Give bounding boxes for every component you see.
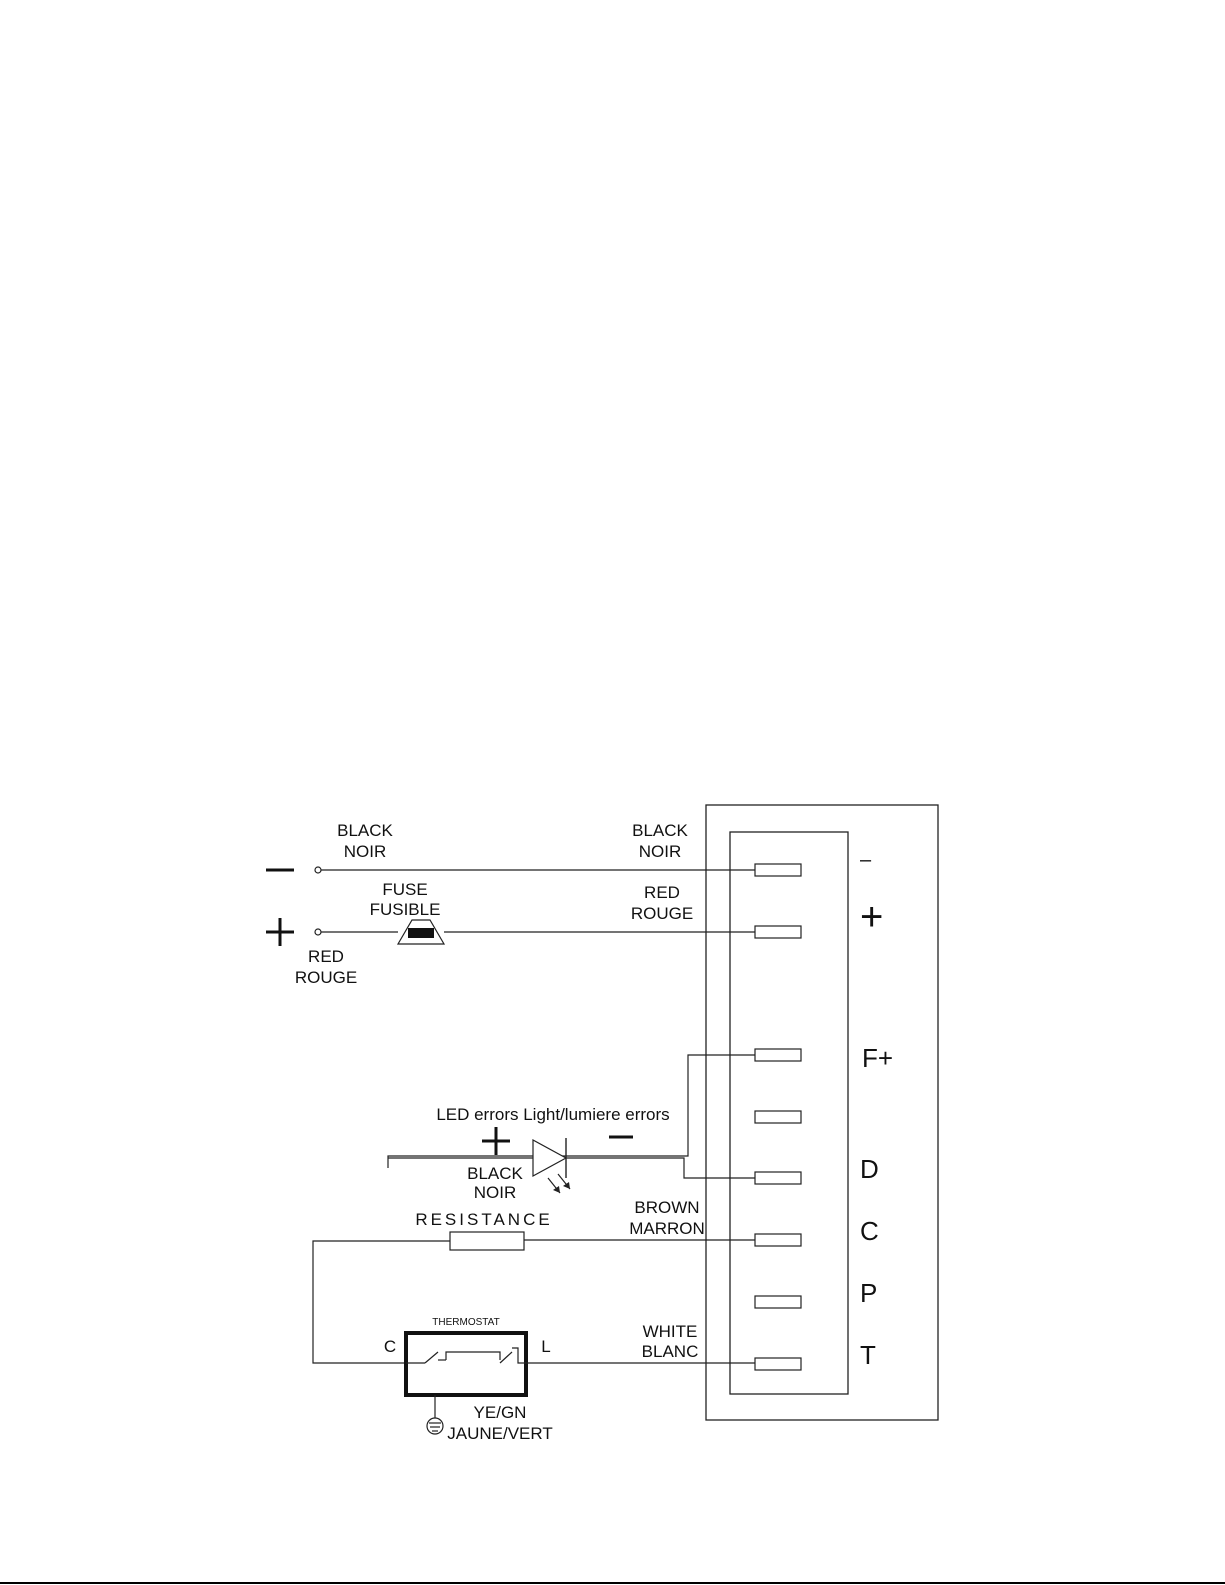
terminal-slot-plus [755,926,801,938]
thermostat-l-label: L [541,1337,550,1356]
terminal-wire-red-en: RED [644,883,680,902]
terminal-label-fplus: F+ [862,1043,893,1073]
fuse-icon [398,920,444,944]
resistance-label: RESISTANCE [415,1210,552,1229]
brown-wire-color-fr: MARRON [629,1219,705,1238]
plus-icon [266,918,294,946]
terminal-label-c: C [860,1216,879,1246]
terminal-label-plus: + [860,895,883,939]
led-wire-cathode [566,1158,755,1178]
terminal-wire-red-fr: ROUGE [631,904,693,923]
ground-wire-color-en: YE/GN [474,1403,527,1422]
fuse-label-en: FUSE [382,880,427,899]
thermostat-label: THERMOSTAT [432,1317,499,1328]
terminal-label-minus: – [860,849,872,871]
terminal-wire-black-fr: NOIR [639,842,682,861]
terminal-slot-d [755,1172,801,1184]
led-title: LED errors Light/lumiere errors [436,1105,669,1124]
ground-wire-color-fr: JAUNE/VERT [447,1424,553,1443]
led-wire-color-fr: NOIR [474,1183,517,1202]
terminal-wire-black-en: BLACK [632,821,688,840]
terminal-slot-p [755,1296,801,1308]
plus-input-terminal [315,929,321,935]
white-wire-color-fr: BLANC [642,1342,699,1361]
terminal-slot-fplus [755,1049,801,1061]
led-wire-color-en: BLACK [467,1164,523,1183]
control-housing [706,805,938,1420]
led-plus-icon [482,1127,510,1155]
plus-wire-color-en: RED [308,947,344,966]
terminal-slot-c [755,1234,801,1246]
led-diode-icon [533,1138,570,1193]
terminal-label-d: D [860,1154,879,1184]
ground-icon [427,1418,443,1434]
minus-wire-color-en: BLACK [337,821,393,840]
page-bottom-rule [0,1582,1225,1584]
minus-wire-color-fr: NOIR [344,842,387,861]
terminal-label-t: T [860,1340,876,1370]
thermostat-box [406,1333,526,1395]
resistor-icon [450,1232,524,1250]
terminal-slot-blank [755,1111,801,1123]
terminal-slot-t [755,1358,801,1370]
plus-wire-color-fr: ROUGE [295,968,357,987]
thermostat-c-label: C [384,1337,396,1356]
fuse-label-fr: FUSIBLE [370,900,441,919]
white-wire-color-en: WHITE [643,1322,698,1341]
terminal-slot-minus [755,864,801,876]
terminal-label-p: P [860,1278,877,1308]
minus-input-terminal [315,867,321,873]
brown-wire-color-en: BROWN [634,1198,699,1217]
